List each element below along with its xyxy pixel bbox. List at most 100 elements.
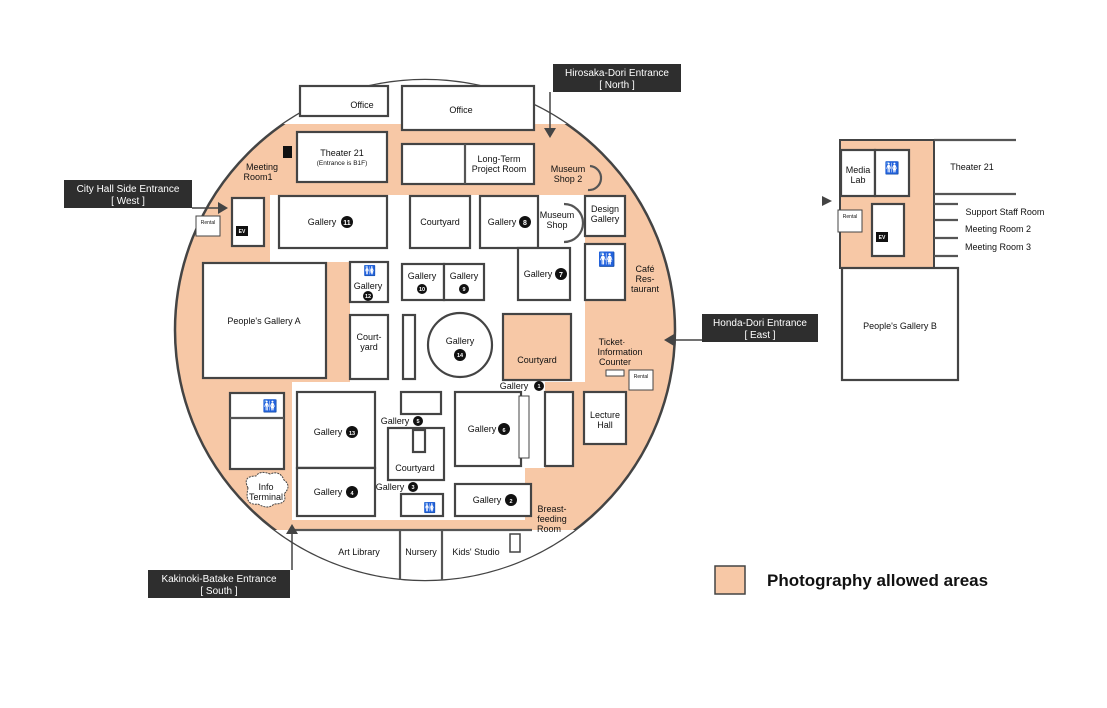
restroom-south xyxy=(399,492,445,518)
ticket-label-a: Ticket· xyxy=(599,337,626,347)
south-arrow-head xyxy=(286,524,298,534)
service-room-east xyxy=(543,390,575,468)
restroom-south-icon: 🚻 xyxy=(424,501,436,514)
west-arrow-head xyxy=(218,202,228,214)
breastfeeding-label-c: Room xyxy=(537,524,561,534)
gallery-4-badge xyxy=(346,486,358,498)
meeting2-label: Meeting Room 2 xyxy=(965,224,1031,234)
legend-label: Photography allowed areas xyxy=(767,571,988,590)
rental-west xyxy=(195,215,221,237)
peoples-gallery-a xyxy=(201,261,328,380)
gallery-13-badge xyxy=(346,426,358,438)
gallery-14-badge xyxy=(454,349,466,361)
art-library-label: Art Library xyxy=(338,547,380,557)
rental-west-label: Rental xyxy=(201,220,215,226)
meeting-room1-label-a: Meeting xyxy=(246,162,278,172)
gallery-6-label: Gallery xyxy=(468,424,497,434)
restroom-12-icon: 🚻 xyxy=(364,264,376,277)
lecture-hall-label-b: Hall xyxy=(597,420,613,430)
south-entrance-name: Kakinoki-Batake Entrance xyxy=(161,574,277,585)
gallery-14-label: Gallery xyxy=(446,336,475,346)
ev-label-west: EV xyxy=(239,229,246,235)
gallery-7-label: Gallery xyxy=(524,269,553,279)
restroom-southwest xyxy=(228,391,286,471)
gallery-2-badge xyxy=(505,494,517,506)
gallery-3-badge xyxy=(408,482,418,492)
rental-east xyxy=(628,369,654,391)
gallery-5-area xyxy=(399,390,443,416)
west-entrance-badge xyxy=(64,180,192,208)
office-1-label: Office xyxy=(350,100,373,110)
peoples-gallery-a-label: People's Gallery A xyxy=(227,316,300,326)
lecture-hall xyxy=(582,390,628,446)
peoples-gallery-b xyxy=(840,266,960,382)
side-arrow xyxy=(822,196,832,206)
info-terminal-label-a: Info xyxy=(258,482,273,492)
gallery-3-label: Gallery xyxy=(376,482,405,492)
gallery-7-badge xyxy=(555,268,567,280)
gallery-11-label: Gallery xyxy=(308,217,337,227)
media-lab-label-a: Media xyxy=(846,165,871,175)
nursery-label: Nursery xyxy=(405,547,437,557)
gallery-1-label: Gallery xyxy=(500,381,529,391)
museum-shop-label-a: Museum xyxy=(540,210,575,220)
gallery-10 xyxy=(400,262,446,302)
gallery-8-badge xyxy=(519,216,531,228)
gallery-2 xyxy=(453,482,533,518)
long-term-label-b: Project Room xyxy=(472,164,527,174)
theater-21 xyxy=(295,130,389,184)
gallery-10-label: Gallery xyxy=(408,271,437,281)
meeting3-label: Meeting Room 3 xyxy=(965,242,1031,252)
rental-side xyxy=(837,209,863,233)
gallery-4-label: Gallery xyxy=(314,487,343,497)
gallery-10-badge xyxy=(417,284,427,294)
courtyard-mid-pillar xyxy=(411,428,427,454)
ticket-label-c: Counter xyxy=(599,357,631,367)
gallery-13 xyxy=(295,390,377,470)
courtyard-top-label: Courtyard xyxy=(420,217,460,227)
north-entrance-name: Hirosaka-Dori Entrance xyxy=(565,68,669,79)
elevator-west xyxy=(230,196,266,248)
ev-icon-west xyxy=(236,226,248,236)
courtyard-right xyxy=(501,312,573,382)
gallery-9-number: 9 xyxy=(462,287,465,293)
gallery-13-number: 13 xyxy=(349,431,355,437)
ticket-label-b: Information xyxy=(597,347,642,357)
museum-shop2-door-icon xyxy=(587,164,603,192)
escalator xyxy=(518,395,530,459)
ticket-counter xyxy=(605,369,625,377)
rental-side-label: Rental xyxy=(843,214,857,220)
north-entrance-dir: [ North ] xyxy=(599,80,635,91)
museum-shop-door-icon xyxy=(563,202,585,244)
gallery-8-label: Gallery xyxy=(488,217,517,227)
side-restroom-icon: 🚻 xyxy=(885,161,900,175)
gallery-2-number: 2 xyxy=(509,499,512,505)
gallery-13-label: Gallery xyxy=(314,427,343,437)
theater-21-label: Theater 21 xyxy=(320,148,364,158)
gallery-3-number: 3 xyxy=(411,485,414,491)
courtyard-mid-label: Courtyard xyxy=(395,463,435,473)
cafe-label-c: taurant xyxy=(631,284,660,294)
kids-studio-label: Kids' Studio xyxy=(452,547,499,557)
gallery-4 xyxy=(295,466,377,518)
restroom-east-icon: 🚻 xyxy=(598,251,615,268)
east-entrance-name: Honda-Dori Entrance xyxy=(713,318,807,329)
gallery-9 xyxy=(442,262,486,302)
gallery-6-badge xyxy=(498,423,510,435)
gallery-11 xyxy=(277,194,389,250)
support-staff-label: Support Staff Room xyxy=(966,207,1045,217)
gallery-12-label: Gallery xyxy=(354,281,383,291)
ev-label-side: EV xyxy=(879,235,886,241)
info-terminal-label-b: Terminal xyxy=(249,492,283,502)
museum-shop2-label-b: Shop 2 xyxy=(554,174,583,184)
long-term-label-a: Long-Term xyxy=(477,154,520,164)
side-elevator xyxy=(870,202,906,258)
gallery-5-badge xyxy=(413,416,423,426)
gallery-11-number: 11 xyxy=(343,220,351,227)
courtyard-left xyxy=(348,313,390,381)
restroom-southwest-icon: 🚻 xyxy=(263,399,278,413)
media-lab xyxy=(839,148,877,198)
gallery-11-badge xyxy=(341,216,353,228)
east-arrow-head xyxy=(664,334,674,346)
gallery-1-number: 1 xyxy=(537,384,540,390)
